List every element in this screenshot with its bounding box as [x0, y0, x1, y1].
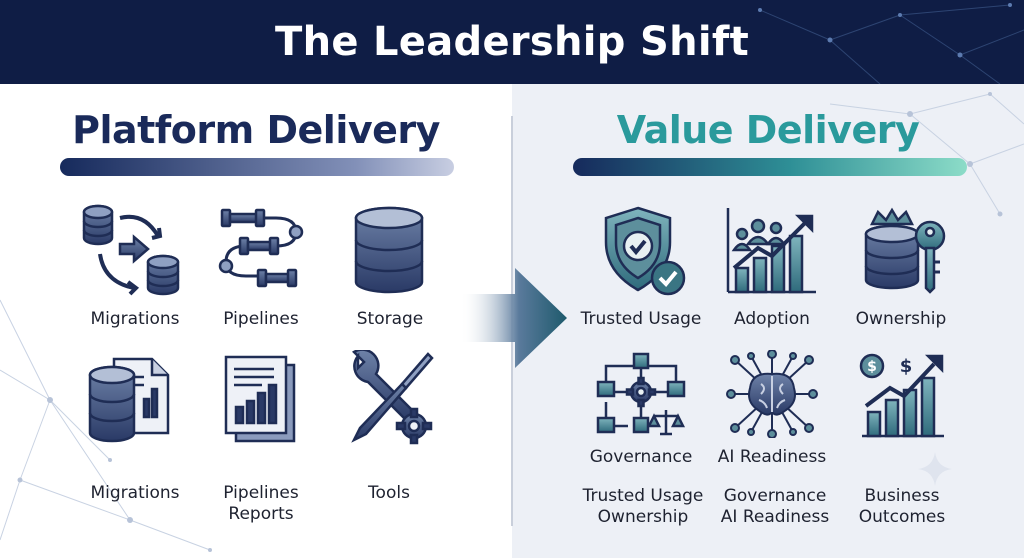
- right-label-trusted-usage: Trusted Usage: [580, 309, 702, 329]
- database-document-icon: [88, 357, 170, 443]
- left-label-pipelines: Pipelines: [223, 309, 299, 329]
- report-icon: [224, 355, 296, 443]
- shift-arrow-icon: [460, 268, 567, 368]
- wrench-screwdriver-gear-icon: [351, 350, 434, 445]
- sparkle-icon: [918, 452, 952, 486]
- right-section-title: Value Delivery: [616, 108, 920, 152]
- database-storage-icon: [354, 206, 424, 294]
- svg-text:$: $: [867, 359, 877, 375]
- people-growth-chart-icon: [726, 208, 816, 294]
- left-label-migrations: Migrations: [90, 309, 180, 329]
- brain-network-icon: [726, 350, 818, 438]
- shield-check-icon: [604, 206, 686, 296]
- right-gradient-bar: [573, 158, 967, 176]
- svg-text:$: $: [900, 356, 913, 377]
- right-extra-label-1-line1: Trusted Usage: [582, 486, 704, 506]
- left-section-title: Platform Delivery: [72, 108, 440, 152]
- right-label-adoption: Adoption: [734, 309, 810, 329]
- right-extra-label-3-line2: Outcomes: [858, 507, 946, 527]
- page-title: The Leadership Shift: [275, 19, 749, 65]
- crown-database-key-icon: [864, 207, 946, 294]
- header-banner: The Leadership Shift: [0, 0, 1024, 84]
- right-label-ownership: Ownership: [855, 309, 947, 329]
- right-extra-label-3-line1: Business: [864, 486, 940, 506]
- right-label-governance: Governance: [589, 447, 693, 467]
- money-growth-chart-icon: $ $: [859, 353, 944, 438]
- right-extra-label-1-line2: Ownership: [597, 507, 689, 527]
- left-label-storage: Storage: [356, 309, 424, 329]
- left-gradient-bar: [60, 158, 454, 176]
- database-migration-icon: [82, 204, 180, 296]
- left-label-pipelines-reports-line2: Reports: [228, 504, 294, 524]
- left-label-migrations-2: Migrations: [90, 483, 180, 503]
- pipeline-icon: [218, 208, 304, 288]
- gear-network-scales-icon: [596, 352, 686, 436]
- network-decoration-icon: [758, 3, 1024, 84]
- right-extra-label-2-line1: Governance: [723, 486, 827, 506]
- left-label-pipelines-reports-line1: Pipelines: [223, 483, 299, 503]
- left-label-tools: Tools: [368, 483, 410, 503]
- right-label-ai-readiness: AI Readiness: [717, 447, 827, 467]
- right-extra-label-2-line2: AI Readiness: [720, 507, 830, 527]
